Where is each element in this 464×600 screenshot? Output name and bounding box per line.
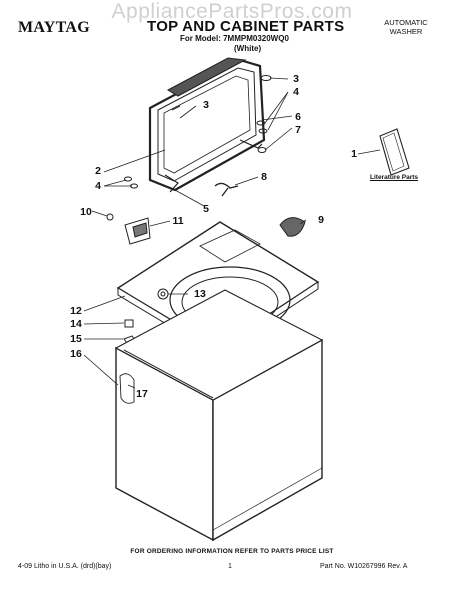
callout-3-hinge: 3 [293,73,299,85]
callout-2: 2 [95,165,101,177]
callout-10: 10 [80,206,92,218]
clip [124,319,134,328]
callout-4-left: 4 [95,180,101,192]
lid-switch [106,213,151,245]
watermark: AppliancePartsPros.com [111,0,353,23]
callout-8: 8 [261,171,267,183]
callout-17: 17 [136,388,148,400]
page-number: 1 [228,563,232,570]
callout-4-right: 4 [293,86,299,98]
callout-3-lid: 3 [203,99,209,111]
callout-12: 12 [70,305,82,317]
hinge-bracket [214,182,239,197]
part-number: Part No. W10267996 Rev. A [320,563,408,570]
callout-6: 6 [295,111,301,123]
brand-logo: MAYTAG [18,19,91,36]
callout-16: 16 [70,348,82,360]
lid-hinges [124,75,272,193]
lid-assembly [148,57,266,192]
cabinet [114,289,324,542]
callout-7: 7 [295,124,301,136]
page-title: TOP AND CABINET PARTS [147,18,345,35]
leader-lines [83,77,381,389]
model-number: For Model: 7MMPM0320WQ0 [180,34,289,43]
model-color: (White) [234,44,262,53]
print-info: 4-09 Litho in U.S.A. (drd)(bay) [18,563,112,570]
callout-13: 13 [194,288,206,300]
callout-1: 1 [351,148,357,160]
callout-11: 11 [172,215,184,227]
callout-5: 5 [203,203,209,215]
dispenser [279,217,306,237]
callout-9: 9 [318,214,324,226]
literature-label: Literature Parts [370,174,419,181]
callout-15: 15 [70,333,82,345]
ordering-note: FOR ORDERING INFORMATION REFER TO PARTS … [130,548,334,555]
callout-14: 14 [70,318,82,330]
literature-parts [379,128,410,176]
product-type: AUTOMATIC WASHER [384,18,428,36]
